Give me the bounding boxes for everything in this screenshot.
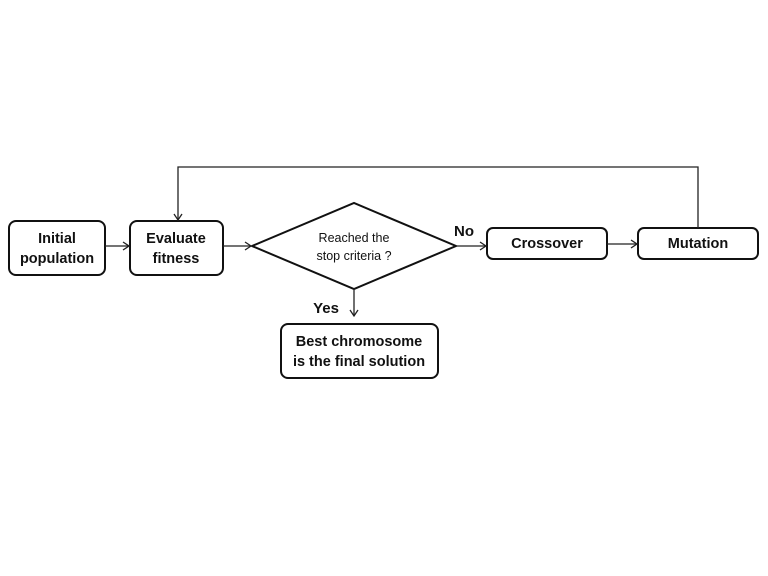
edge-crossover-to-mutation	[607, 239, 639, 249]
edge-mutation-loop-to-evaluate	[173, 166, 699, 228]
edge-decision-to-final: Yes	[313, 289, 359, 318]
node-mutation: Mutation	[637, 227, 759, 260]
crossover-label: Crossover	[511, 236, 583, 252]
node-final-solution: Best chromosome is the final solution	[280, 323, 439, 379]
final-solution-label-line2: is the final solution	[293, 354, 425, 370]
evaluate-fitness-label-line2: fitness	[153, 251, 200, 267]
edge-decision-to-crossover-arrowhead	[479, 241, 488, 251]
stop-criteria-label-line2: stop criteria ?	[316, 249, 391, 263]
initial-population-label-line1: Initial	[38, 231, 76, 247]
edge-mutation-loop-line	[177, 166, 699, 228]
edge-initial-to-evaluate	[105, 241, 131, 251]
evaluate-fitness-box	[129, 220, 224, 276]
final-solution-label-line1: Best chromosome	[296, 334, 423, 350]
edge-evaluate-to-decision	[223, 241, 253, 251]
edge-decision-to-final-arrowhead	[349, 309, 359, 318]
final-solution-box	[280, 323, 439, 379]
edge-crossover-to-mutation-arrowhead	[630, 239, 639, 249]
initial-population-label-line2: population	[20, 251, 94, 267]
node-crossover: Crossover	[486, 227, 608, 260]
yes-label: Yes	[313, 300, 339, 317]
no-label: No	[454, 223, 474, 240]
node-stop-criteria-decision: Reached the stop criteria ?	[249, 201, 459, 291]
mutation-label: Mutation	[668, 236, 728, 252]
edge-mutation-loop-arrowhead	[173, 213, 183, 222]
initial-population-box	[8, 220, 106, 276]
stop-criteria-label-line1: Reached the	[319, 231, 390, 245]
edge-initial-to-evaluate-arrowhead	[122, 241, 131, 251]
node-evaluate-fitness: Evaluate fitness	[129, 220, 224, 276]
edge-decision-to-crossover: No	[454, 223, 488, 251]
stop-criteria-diamond	[249, 201, 459, 291]
evaluate-fitness-label-line1: Evaluate	[146, 231, 206, 247]
node-initial-population: Initial population	[8, 220, 106, 276]
edge-evaluate-to-decision-arrowhead	[244, 241, 253, 251]
